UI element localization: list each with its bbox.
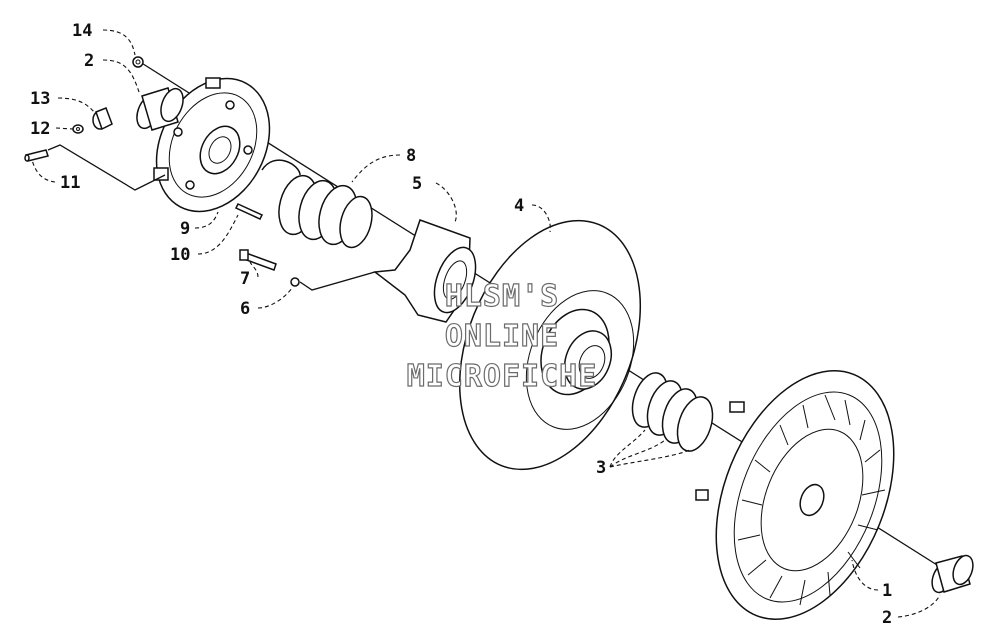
callout-6: 6 xyxy=(240,299,250,319)
callout-14: 14 xyxy=(72,21,92,41)
callout-1: 1 xyxy=(882,581,892,601)
watermark-line-3: MICROFICHE xyxy=(407,359,598,394)
callout-7: 7 xyxy=(240,269,250,289)
washer-part xyxy=(72,124,84,134)
movable-sheave-part xyxy=(458,219,642,471)
callout-2-top: 2 xyxy=(84,51,94,71)
callout-leaders xyxy=(31,29,941,618)
compression-spring-part xyxy=(631,372,714,452)
callout-10: 10 xyxy=(170,245,190,265)
callout-8: 8 xyxy=(406,146,416,166)
bushing-top-part xyxy=(136,87,184,131)
callout-5: 5 xyxy=(412,174,422,194)
callout-13: 13 xyxy=(30,89,50,109)
watermark: HLSM'S ONLINE MICROFICHE xyxy=(406,278,598,394)
small-nut-part xyxy=(290,277,300,287)
bushing-bottom-part xyxy=(931,554,974,594)
watermark-line-1: HLSM'S xyxy=(445,279,559,314)
callout-9: 9 xyxy=(180,219,190,239)
spring-pin-part xyxy=(234,203,264,220)
callout-4: 4 xyxy=(514,196,524,216)
pin-part xyxy=(24,149,49,162)
fixed-sheave-part xyxy=(695,370,895,620)
callout-11: 11 xyxy=(60,173,80,193)
screw-part xyxy=(239,249,277,271)
callout-2-bottom: 2 xyxy=(882,608,892,628)
nut-part xyxy=(132,56,144,68)
callout-12: 12 xyxy=(30,119,50,139)
watermark-line-2: ONLINE xyxy=(445,319,559,354)
torsion-spring-part xyxy=(261,159,373,249)
pin-leader xyxy=(47,144,166,191)
roller-part xyxy=(92,107,113,131)
callout-labels: 14 2 13 12 11 9 10 7 6 8 5 4 3 1 2 xyxy=(30,21,892,628)
callout-3: 3 xyxy=(596,458,606,478)
cam-spider-part xyxy=(373,219,477,323)
cover-plate-part xyxy=(153,77,271,213)
